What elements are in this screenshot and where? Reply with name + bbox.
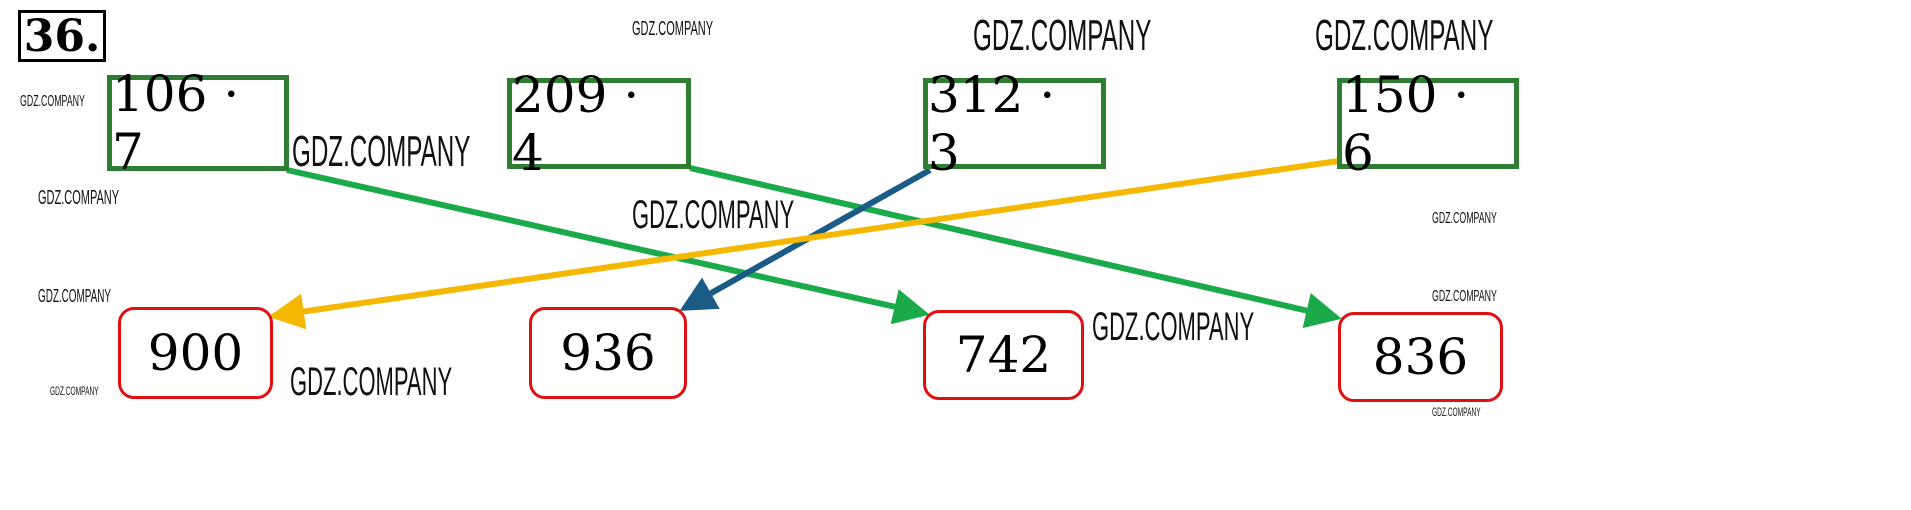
- watermark: GDZ.COMPANY: [20, 93, 85, 110]
- arrow-209x4-to-836: [689, 165, 1342, 329]
- watermark: GDZ.COMPANY: [290, 360, 453, 404]
- watermark: GDZ.COMPANY: [632, 193, 795, 237]
- answer-box[interactable]: 836: [1338, 312, 1503, 402]
- watermark: GDZ.COMPANY: [38, 286, 111, 306]
- watermark: GDZ.COMPANY: [1432, 288, 1497, 305]
- arrow-106x7-to-742: [286, 167, 930, 325]
- watermark: GDZ.COMPANY: [1432, 405, 1481, 419]
- watermark: GDZ.COMPANY: [292, 127, 471, 176]
- arrow-150x6-to-900: [268, 157, 1346, 330]
- task-number: 36.: [18, 10, 106, 62]
- expression-box[interactable]: 150 · 6: [1337, 66, 1519, 182]
- watermark: GDZ.COMPANY: [1315, 11, 1494, 60]
- expression-box[interactable]: 312 · 3: [923, 66, 1106, 182]
- answer-box[interactable]: 900: [118, 307, 273, 399]
- answer-box[interactable]: 936: [529, 307, 687, 399]
- watermark: GDZ.COMPANY: [973, 11, 1152, 60]
- expression-box[interactable]: 106 · 7: [107, 65, 289, 181]
- expression-box[interactable]: 209 · 4: [507, 66, 691, 182]
- watermark: GDZ.COMPANY: [1432, 210, 1497, 227]
- watermark: GDZ.COMPANY: [632, 18, 714, 40]
- watermark: GDZ.COMPANY: [50, 384, 99, 398]
- watermark: GDZ.COMPANY: [38, 187, 120, 209]
- watermark: GDZ.COMPANY: [1092, 305, 1255, 349]
- answer-box[interactable]: 742: [923, 310, 1084, 400]
